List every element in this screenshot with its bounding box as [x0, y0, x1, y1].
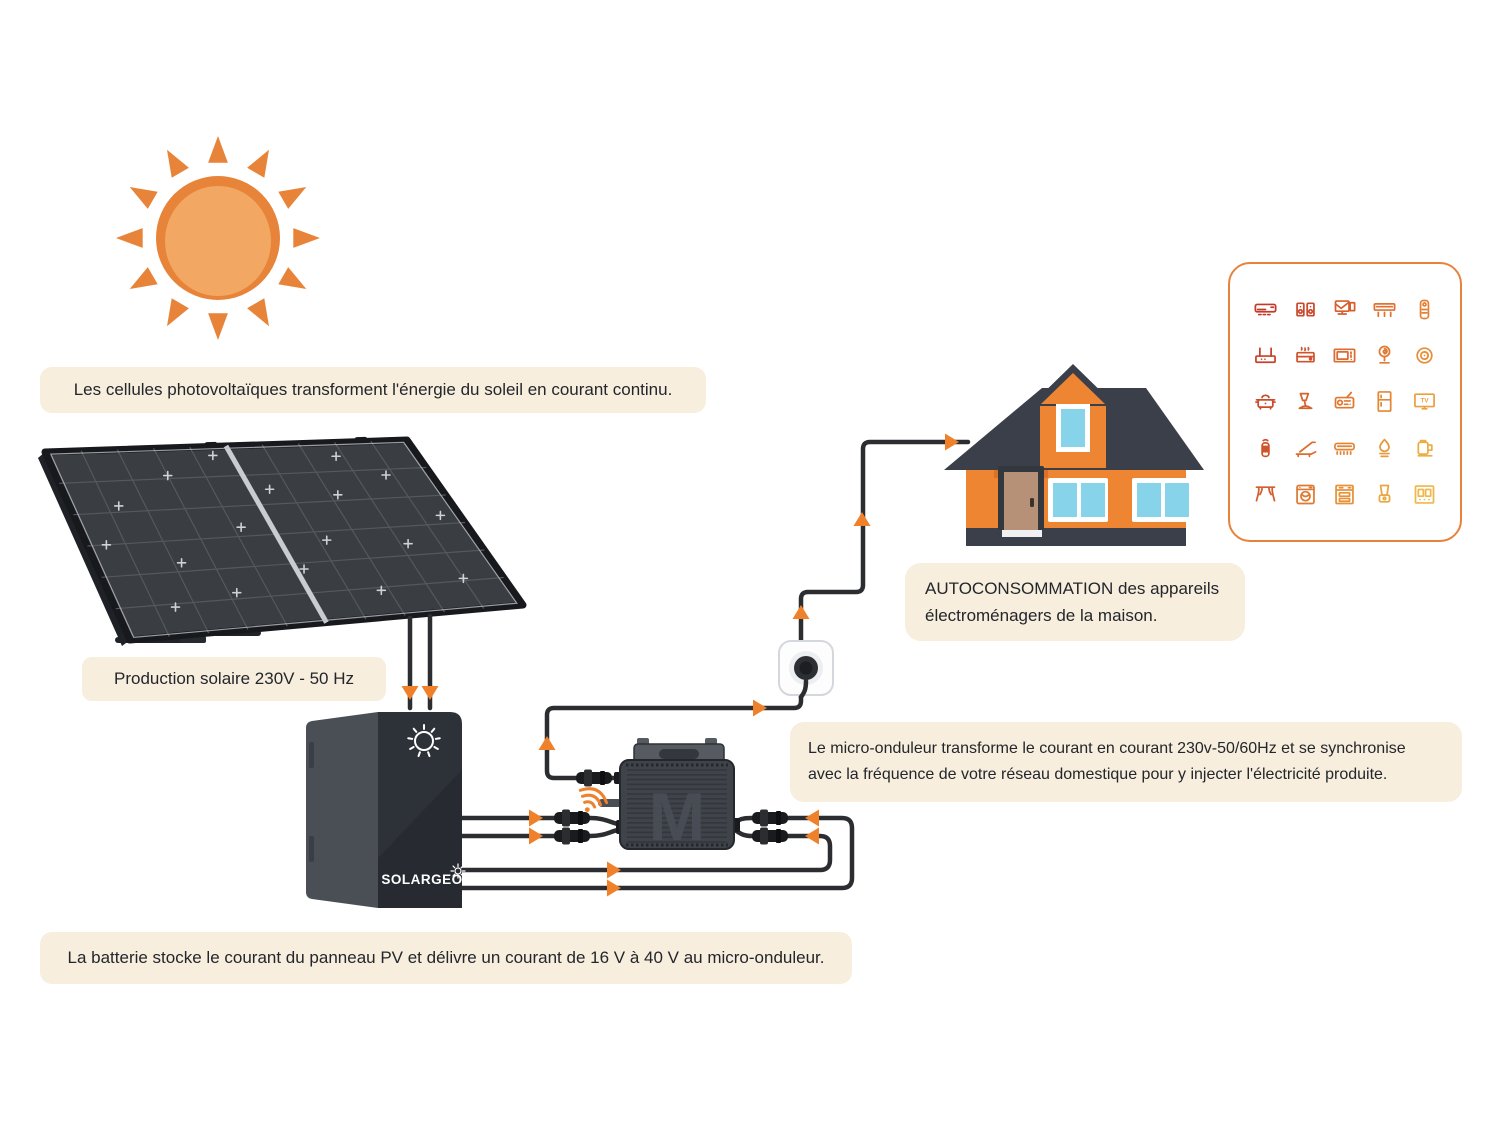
television-icon: TV [1411, 388, 1438, 415]
refrigerator-icon [1371, 388, 1398, 415]
curtains-icon [1252, 481, 1279, 508]
current-flow-arrows [401, 433, 959, 897]
note-battery: La batterie stocke le courant du panneau… [40, 932, 852, 984]
smart-remote-icon [1411, 296, 1438, 323]
electric-kettle-icon [1411, 435, 1438, 462]
power-outlet [778, 640, 834, 700]
robot-vacuum-icon [1411, 342, 1438, 369]
battery-brand-sun-icon [450, 863, 466, 879]
front-door [998, 466, 1044, 530]
radio-icon [1331, 388, 1358, 415]
inverter-antenna [598, 799, 622, 807]
note-solar-production: Production solaire 230V - 50 Hz [82, 657, 386, 701]
wiring [401, 433, 971, 897]
note-autoconsommation: AUTOCONSOMMATION des appareils électromé… [905, 563, 1245, 641]
house [944, 364, 1204, 546]
treadmill-icon [1292, 435, 1319, 462]
dishwasher-icon [1331, 481, 1358, 508]
note-pv-cells-text: Les cellules photovoltaïques transformen… [73, 380, 673, 399]
mc4-connectors [554, 769, 788, 845]
note-micro-inverter-line1: Le micro-onduleur transforme le courant … [808, 740, 1406, 757]
wifi-icon [578, 787, 609, 813]
electric-shaver-icon [1252, 435, 1279, 462]
blender-icon [1371, 481, 1398, 508]
humidifier-icon [1371, 435, 1398, 462]
note-pv-cells: Les cellules photovoltaïques transformen… [40, 367, 706, 413]
battery-unit: SOLARGEO [306, 712, 466, 908]
wifi-router-icon [1252, 342, 1279, 369]
bread-maker-icon [1292, 342, 1319, 369]
table-fan-icon [1371, 342, 1398, 369]
air-curtain-icon [1331, 435, 1358, 462]
slow-cooker-icon [1252, 388, 1279, 415]
house-window-right [1132, 478, 1192, 522]
dormer [1030, 364, 1116, 468]
note-solar-production-text: Production solaire 230V - 50 Hz [113, 669, 355, 688]
desktop-computer-icon [1331, 296, 1358, 323]
door-step [1002, 528, 1042, 537]
battery-to-inverter-wires [459, 815, 625, 839]
solar-panel [38, 436, 527, 646]
note-autoconsommation-line2: électroménagers de la maison. [925, 606, 1158, 625]
plug-cord [798, 678, 809, 700]
appliances-panel: TV [1228, 262, 1462, 542]
battery-sun-logo [407, 724, 441, 758]
inverter-watermark: M [649, 779, 706, 855]
speakers-icon [1292, 296, 1319, 323]
sun-icon [116, 136, 320, 340]
washing-machine-icon [1292, 481, 1319, 508]
note-battery-text: La batterie stocke le courant du panneau… [67, 948, 825, 967]
note-micro-inverter-line2: avec la fréquence de votre réseau domest… [808, 766, 1388, 783]
note-autoconsommation-line1: AUTOCONSOMMATION des appareils [925, 579, 1220, 598]
svg-text:TV: TV [1420, 398, 1429, 405]
desk-lamp-icon [1292, 388, 1319, 415]
microwave-oven-icon [1331, 342, 1358, 369]
air-conditioner-icon [1371, 296, 1398, 323]
house-window-left [1048, 478, 1108, 522]
outlet-to-house-wire [798, 439, 971, 644]
wall-air-conditioner-icon [1252, 296, 1279, 323]
battery-brand-label: SOLARGEO [381, 872, 462, 887]
note-micro-inverter: Le micro-onduleur transforme le courant … [790, 722, 1462, 802]
oven-icon [1411, 481, 1438, 508]
micro-inverter: M [598, 738, 740, 855]
